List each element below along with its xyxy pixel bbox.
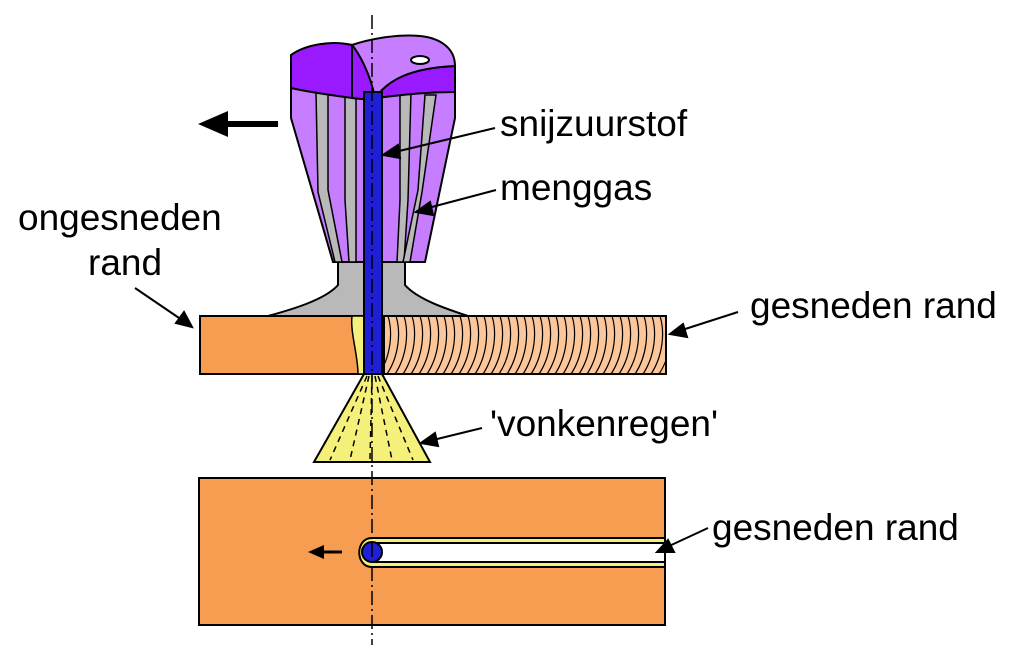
drag-line <box>402 316 416 374</box>
label-gesneden-rand-bottom: gesneden rand <box>712 507 959 548</box>
drag-line <box>602 316 616 374</box>
drag-line <box>650 316 664 374</box>
label-gesneden-rand-top: gesneden rand <box>750 285 997 326</box>
drag-line <box>394 316 408 374</box>
label-vonkenregen: 'vonkenregen' <box>490 403 719 444</box>
drag-line <box>586 316 600 374</box>
drag-line <box>618 316 632 374</box>
drag-line <box>562 316 576 374</box>
drag-line <box>667 316 679 374</box>
drag-line <box>634 316 648 374</box>
drag-line <box>490 316 504 374</box>
drag-line <box>458 316 472 374</box>
drag-line <box>522 316 536 374</box>
label-snijzuurstof: snijzuurstof <box>500 103 688 144</box>
drag-line <box>578 316 592 374</box>
drag-line <box>594 316 608 374</box>
plate-top-view <box>198 477 666 626</box>
direction-arrow-icon <box>198 111 278 137</box>
drag-line <box>538 316 552 374</box>
drag-line <box>546 316 560 374</box>
drag-line <box>442 316 456 374</box>
leader-lines <box>134 127 739 553</box>
drag-line <box>514 316 528 374</box>
drag-line <box>450 316 464 374</box>
drag-line <box>418 316 432 374</box>
drag-line <box>570 316 584 374</box>
direction-arrow-small-icon <box>308 545 342 559</box>
drag-line <box>658 358 666 374</box>
oxygen-jet <box>363 91 383 375</box>
drag-line <box>554 316 568 374</box>
drag-line <box>610 316 624 374</box>
drag-line <box>410 316 424 374</box>
drag-line <box>683 316 695 374</box>
drag-line <box>466 316 480 374</box>
drag-line <box>642 316 656 374</box>
cut-face <box>383 315 695 375</box>
drag-line <box>498 316 512 374</box>
drag-line <box>384 316 392 367</box>
drag-line <box>626 316 640 374</box>
drag-line <box>506 316 520 374</box>
drag-line <box>434 316 448 374</box>
label-menggas: menggas <box>500 167 653 208</box>
drag-line <box>474 316 488 374</box>
drag-line <box>482 316 496 374</box>
label-ongesneden: ongesneden <box>18 197 222 238</box>
drag-line <box>386 316 400 374</box>
drag-line <box>530 316 544 374</box>
label-rand: rand <box>88 242 163 283</box>
drag-line <box>426 316 440 374</box>
